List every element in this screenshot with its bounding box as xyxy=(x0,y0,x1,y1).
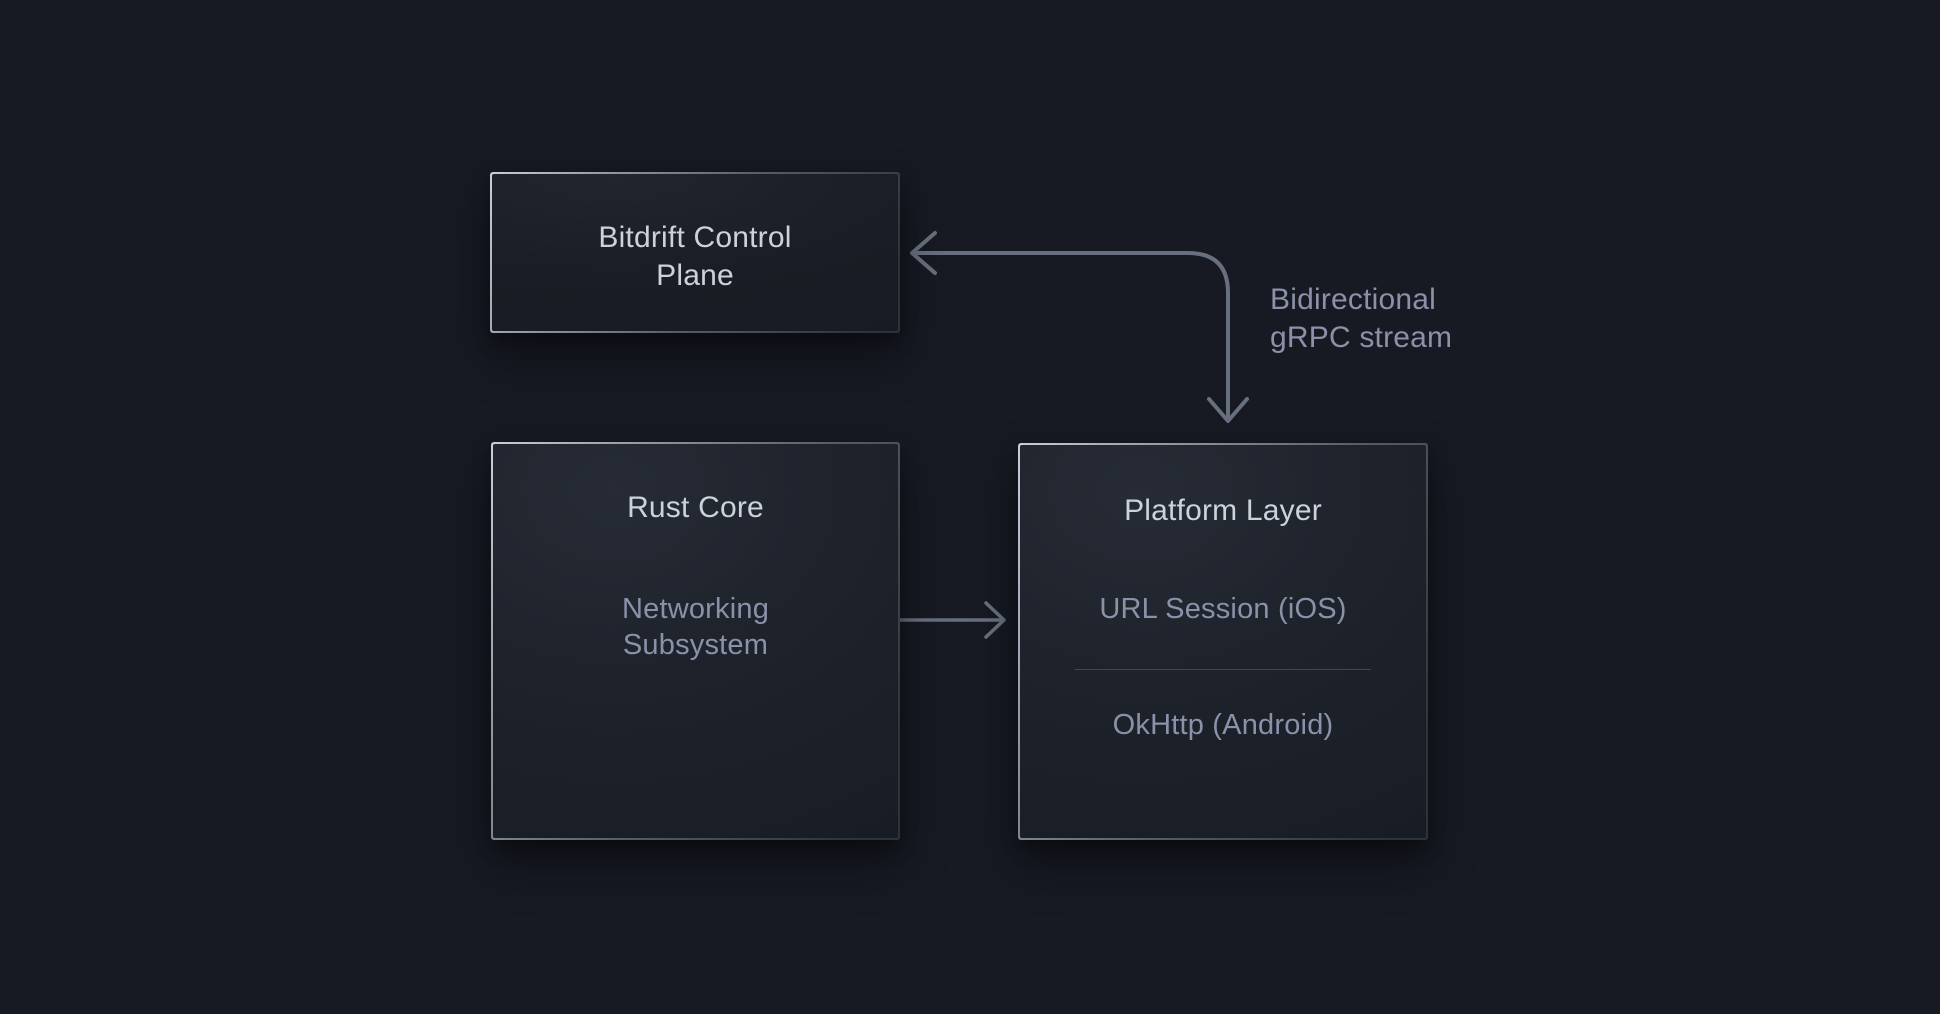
node-title: Bitdrift Control Plane xyxy=(492,219,898,295)
grpc-stream-label-line: Bidirectional xyxy=(1270,283,1437,316)
subsystem-label-line: Subsystem xyxy=(622,629,769,661)
platform-item-ios: URL Session (iOS) xyxy=(1099,593,1347,625)
node-rust-core: Rust Core Networking Subsystem xyxy=(491,442,900,840)
node-platform-layer: Platform Layer URL Session (iOS) OkHttp … xyxy=(1018,443,1428,840)
grpc-stream-arrow xyxy=(910,231,1249,423)
node-title: Rust Core xyxy=(627,491,764,524)
node-body: Bitdrift Control Plane xyxy=(492,174,898,331)
grpc-stream-label-line: gRPC stream xyxy=(1270,321,1453,354)
node-title: Platform Layer xyxy=(1124,494,1322,527)
node-bitdrift-control-plane: Bitdrift Control Plane xyxy=(490,172,900,333)
subsystem-label-line: Networking xyxy=(621,593,770,625)
platform-items-divider xyxy=(1075,669,1371,670)
grpc-arrow-line xyxy=(911,251,1230,418)
platform-item-android: OkHttp (Android) xyxy=(1112,709,1334,741)
node-title-line: Plane xyxy=(656,259,734,292)
node-title-line: Bitdrift Control xyxy=(598,221,792,254)
networking-subsystem-label: Networking Subsystem xyxy=(493,591,898,663)
node-body: Platform Layer URL Session (iOS) OkHttp … xyxy=(1020,445,1426,838)
arrow-head-left-icon xyxy=(910,231,937,275)
grpc-stream-label: Bidirectional gRPC stream xyxy=(1270,281,1452,357)
arrow-head-down-icon xyxy=(1207,397,1249,423)
node-body: Rust Core Networking Subsystem xyxy=(493,444,898,838)
arrow-head-right-icon xyxy=(984,601,1006,639)
